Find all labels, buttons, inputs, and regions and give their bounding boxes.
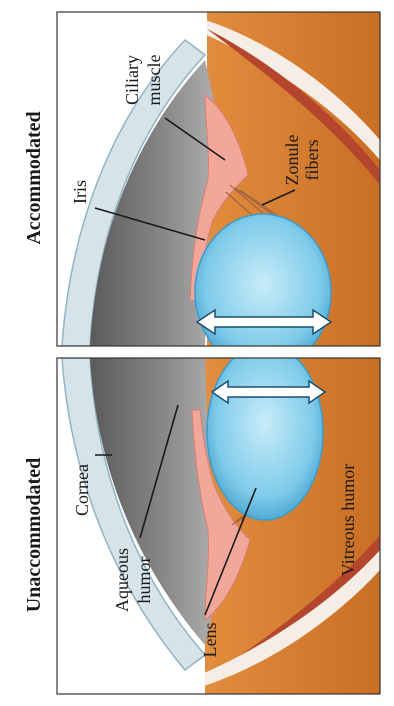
label-humor: humor — [134, 556, 154, 603]
label-vitreous-humor: Vitreous humor — [338, 464, 358, 576]
label-ciliary: Ciliary — [122, 55, 142, 105]
label-muscle: muscle — [144, 55, 164, 106]
header-unaccommodated: Unaccommodated — [23, 458, 45, 612]
accommodated-panel — [57, 12, 380, 370]
label-iris: Iris — [70, 180, 90, 204]
label-aqueous: Aqueous — [112, 548, 132, 612]
lens-unaccommodated — [207, 344, 323, 520]
label-lens: Lens — [200, 623, 220, 658]
label-zonule: Zonule — [282, 135, 302, 186]
label-fibers: fibers — [302, 140, 322, 181]
header-accommodated: Accommodated — [23, 111, 45, 244]
label-cornea: Cornea — [72, 464, 92, 516]
